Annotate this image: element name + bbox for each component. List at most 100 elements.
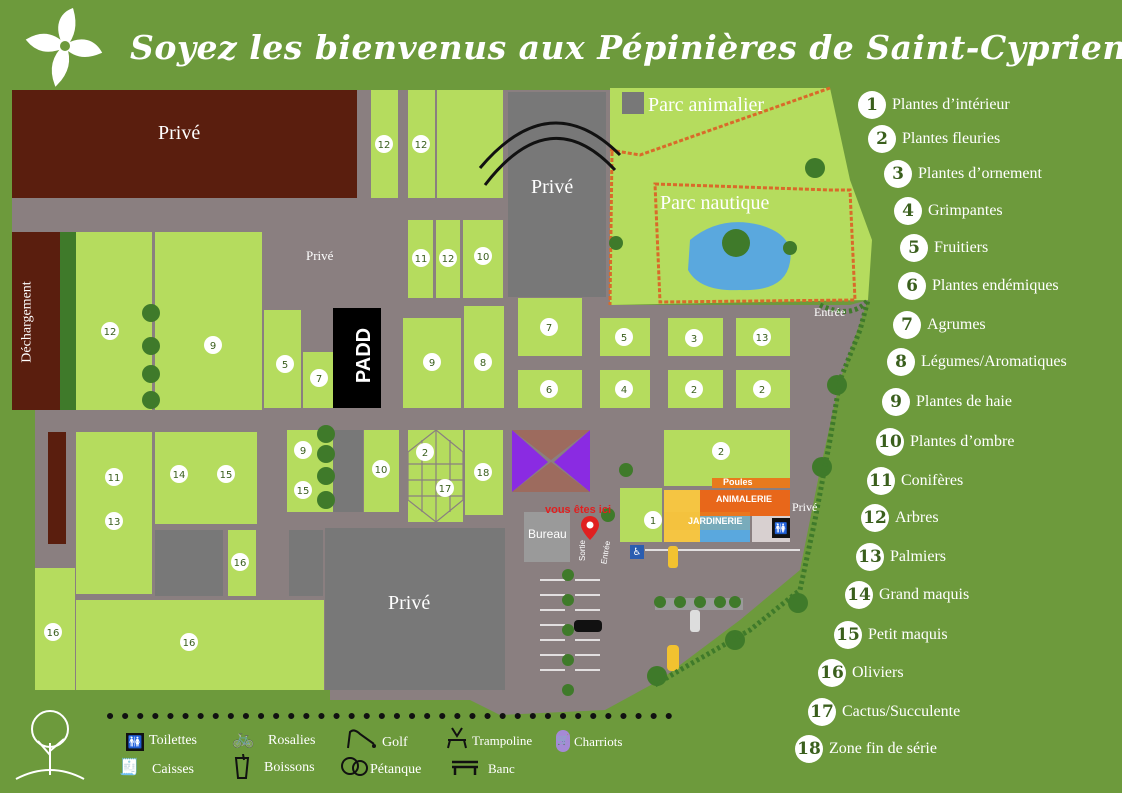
arch-top [483,136,617,186]
plot-number-text: 5 [282,360,288,371]
plot-number-text: 7 [546,323,552,334]
plot-number-p12: 7 [540,318,558,336]
plot-number-p22: 14 [170,465,188,483]
bureau-building [524,512,570,562]
plot-number-p33: 16 [44,623,62,641]
plot-number-text: 17 [439,484,452,495]
legend-label: Plantes endémiques [932,277,1059,294]
plot-number-p10: 9 [423,353,441,371]
plot-number-text: 11 [415,254,428,265]
car-black [574,620,602,632]
legend-number: 5 [900,234,928,262]
map-toilet-icon: 🚻 [772,518,790,538]
private-label-top-left: Privé [158,122,201,144]
plot-number-text: 7 [316,374,322,385]
grey-block-c [333,430,363,512]
legend-number: 12 [861,504,889,532]
parc-nautique-label: Parc nautique [660,192,770,214]
grey-block-a [155,530,223,596]
jardinerie-right [700,516,750,542]
legend-boissons: Boissons [264,760,315,775]
toilet-icon: 🚻 [126,733,144,751]
legend-label: Plantes d’intérieur [892,96,1010,113]
legend-banc: Banc [488,761,515,776]
brown-triangle-bottom [512,462,590,492]
parc-animalier-label: Parc animalier [648,94,765,116]
jardinerie-overlay [664,512,750,530]
bureau-label: Bureau [528,527,567,541]
animalerie-label: ANIMALERIE [716,494,772,504]
legend-label: Légumes/Aromatiques [921,353,1067,370]
plot-number-text: 3 [691,334,697,345]
legend-label: Fruitiers [934,239,989,256]
plot-number-p23: 15 [217,465,235,483]
private-label-small: Privé [306,248,334,263]
plot-number-p11: 8 [474,353,492,371]
legend-number: 13 [856,543,884,571]
plot-number-p17: 4 [615,380,633,398]
plot-number-p31: 1 [644,511,662,529]
legend-number: 4 [894,197,922,225]
legend-number: 11 [867,467,895,495]
car-white [690,610,700,632]
legend-item-5: 5 Fruitiers [900,233,988,263]
purple-triangle-left [512,430,548,492]
plot-number-text: 11 [108,473,121,484]
legend-toilettes: Toilettes [149,733,198,748]
plot-number-text: 2 [422,448,428,459]
legend-label: Zone fin de série [829,740,937,757]
petanque-icon [341,757,368,776]
plot-number-text: 16 [183,638,196,649]
plot-number-text: 10 [375,465,388,476]
fence-b [653,182,857,304]
private-label-right: Privé [792,500,818,514]
legend-caisses: Caisses [152,762,194,777]
plot-number-text: 12 [442,254,455,265]
plot-number-p29: 18 [474,463,492,481]
plot-number-text: 16 [234,558,247,569]
hedge-shrubs [142,158,847,696]
plot-number-p30: 2 [712,442,730,460]
padd-label: PADD [353,327,376,384]
plot-number-text: 18 [477,468,490,479]
jardinerie-label: JARDINERIE [688,516,743,526]
legend-label: Oliviers [852,664,904,681]
legend-number: 15 [834,621,862,649]
legend-item-8: 8 Légumes/Aromatiques [887,347,1067,377]
legend-number: 3 [884,160,912,188]
plot-number-p21: 13 [105,512,123,530]
plot-number-p25: 15 [294,481,312,499]
legend-number: 6 [898,272,926,300]
plot-number-text: 13 [108,517,121,528]
legend-trampoline: Trampoline [472,733,533,748]
plot-number-p1: 12 [375,135,393,153]
plot-number-p18: 2 [685,380,703,398]
legend-rosalies: Rosalies [268,733,316,748]
dechargement-label: Déchargement [19,281,35,363]
plot-number-text: 12 [415,140,428,151]
legend-number: 14 [845,581,873,609]
legend-number: 2 [868,125,896,153]
legend-number: 7 [893,311,921,339]
bench-icon [452,760,478,775]
dechargement-zone [12,232,60,410]
legend-number: 8 [887,348,915,376]
plot-number-p28: 17 [436,479,454,497]
private-zone-top-left [12,90,357,198]
plot-number-text: 1 [650,516,656,527]
flower-logo-icon [25,7,103,87]
plot-number-p13: 6 [540,380,558,398]
plot-number-text: 6 [546,385,552,396]
purple-triangle-right [554,430,590,492]
jardinerie-left [664,490,700,542]
legend-label: Plantes d’ombre [910,433,1015,450]
private-zone-bottom [325,528,505,690]
